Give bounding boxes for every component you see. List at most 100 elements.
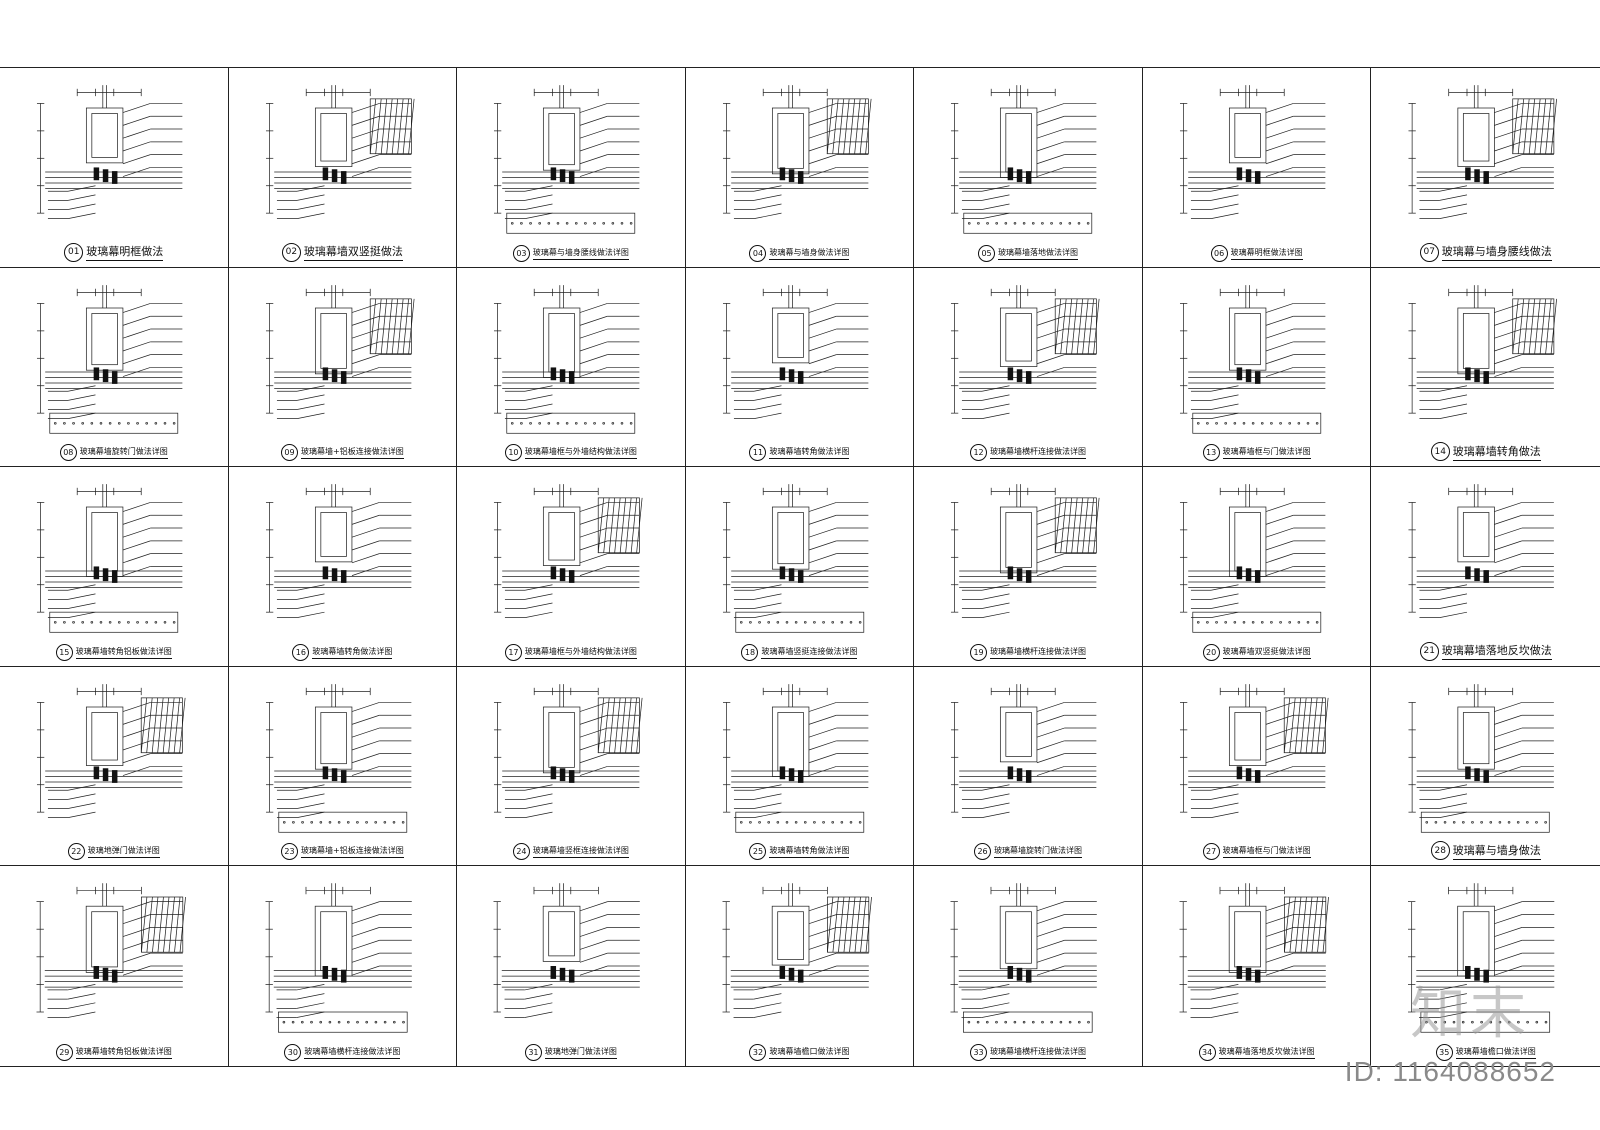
detail-title: 玻璃幕墙落地做法详图 xyxy=(998,247,1079,260)
detail-title: 玻璃幕墙框与外墙结构做法详图 xyxy=(524,446,637,460)
section-detail-drawing xyxy=(1155,76,1359,241)
section-detail-drawing xyxy=(926,276,1130,441)
section-detail-drawing xyxy=(698,874,902,1040)
detail-title: 玻璃幕墙转角铝板做法详图 xyxy=(75,1046,172,1059)
section-detail-drawing xyxy=(1155,874,1359,1040)
detail-number: 19 xyxy=(970,643,988,661)
section-detail-drawing xyxy=(1155,675,1359,840)
section-detail-drawing xyxy=(926,675,1130,840)
detail-number: 08 xyxy=(59,444,77,462)
detail-title: 玻璃幕墙横杆连接做法详图 xyxy=(990,646,1087,659)
detail-number: 28 xyxy=(1430,841,1450,861)
detail-number: 12 xyxy=(970,444,988,462)
detail-title: 玻璃幕墙竖挺连接做法详图 xyxy=(761,646,858,659)
detail-title: 玻璃幕墙旋转门做法详图 xyxy=(79,446,168,460)
section-detail-drawing xyxy=(1383,675,1588,840)
detail-title: 玻璃幕墙檐口做法详图 xyxy=(769,1046,850,1059)
detail-number: 27 xyxy=(1202,843,1220,861)
detail-title: 玻璃幕墙+铝板连接做法详图 xyxy=(301,446,404,460)
detail-number: 30 xyxy=(284,1044,302,1061)
detail-number: 01 xyxy=(64,242,84,262)
detail-title: 玻璃幕墙横杆连接做法详图 xyxy=(990,1046,1087,1059)
section-detail-drawing xyxy=(1383,76,1588,241)
detail-number: 10 xyxy=(504,444,522,462)
detail-number: 07 xyxy=(1419,242,1439,262)
section-detail-drawing xyxy=(1383,276,1588,441)
detail-number: 21 xyxy=(1419,641,1439,661)
detail-number: 06 xyxy=(1210,244,1228,262)
detail-title: 玻璃幕墙落地反坎做法详图 xyxy=(1218,1046,1315,1059)
section-detail-drawing xyxy=(241,874,445,1040)
detail-title: 玻璃幕墙檐口做法详图 xyxy=(1455,1046,1536,1059)
detail-title: 玻璃幕墙框与门做法详图 xyxy=(1222,845,1311,859)
detail-number: 23 xyxy=(281,843,298,861)
detail-number: 29 xyxy=(55,1044,73,1061)
detail-title: 玻璃幕明框做法 xyxy=(86,243,164,262)
section-detail-drawing xyxy=(1155,276,1359,441)
section-detail-drawing xyxy=(698,675,902,840)
image-id: ID: 1164088652 xyxy=(1344,1056,1556,1087)
detail-title: 玻璃幕墙框与外墙结构做法详图 xyxy=(524,646,637,659)
detail-number: 15 xyxy=(55,643,73,661)
section-detail-drawing xyxy=(1155,475,1359,640)
detail-number: 11 xyxy=(749,444,767,462)
detail-title: 玻璃幕墙双竖挺做法 xyxy=(303,243,403,262)
detail-title: 玻璃幕与墙身做法 xyxy=(1452,842,1541,860)
detail-number: 04 xyxy=(749,244,767,262)
section-detail-drawing xyxy=(469,276,673,441)
detail-number: 17 xyxy=(504,643,522,661)
section-detail-drawing xyxy=(926,76,1130,241)
section-detail-drawing xyxy=(469,675,673,840)
detail-number: 05 xyxy=(978,244,996,262)
brand-watermark: 知末 xyxy=(1410,982,1530,1047)
section-detail-drawing xyxy=(241,276,445,441)
section-detail-drawing xyxy=(12,76,216,241)
section-detail-drawing xyxy=(1383,874,1588,1040)
detail-title: 玻璃幕墙旋转门做法详图 xyxy=(994,845,1083,859)
detail-number: 35 xyxy=(1435,1044,1453,1061)
detail-title: 玻璃幕墙转角做法 xyxy=(1452,443,1541,461)
detail-title: 玻璃幕墙横杆连接做法详图 xyxy=(990,446,1087,460)
section-detail-drawing xyxy=(926,874,1130,1040)
detail-number: 20 xyxy=(1202,643,1220,661)
section-detail-drawing xyxy=(12,276,216,441)
section-detail-drawing xyxy=(241,76,445,241)
section-detail-drawing xyxy=(12,675,216,840)
